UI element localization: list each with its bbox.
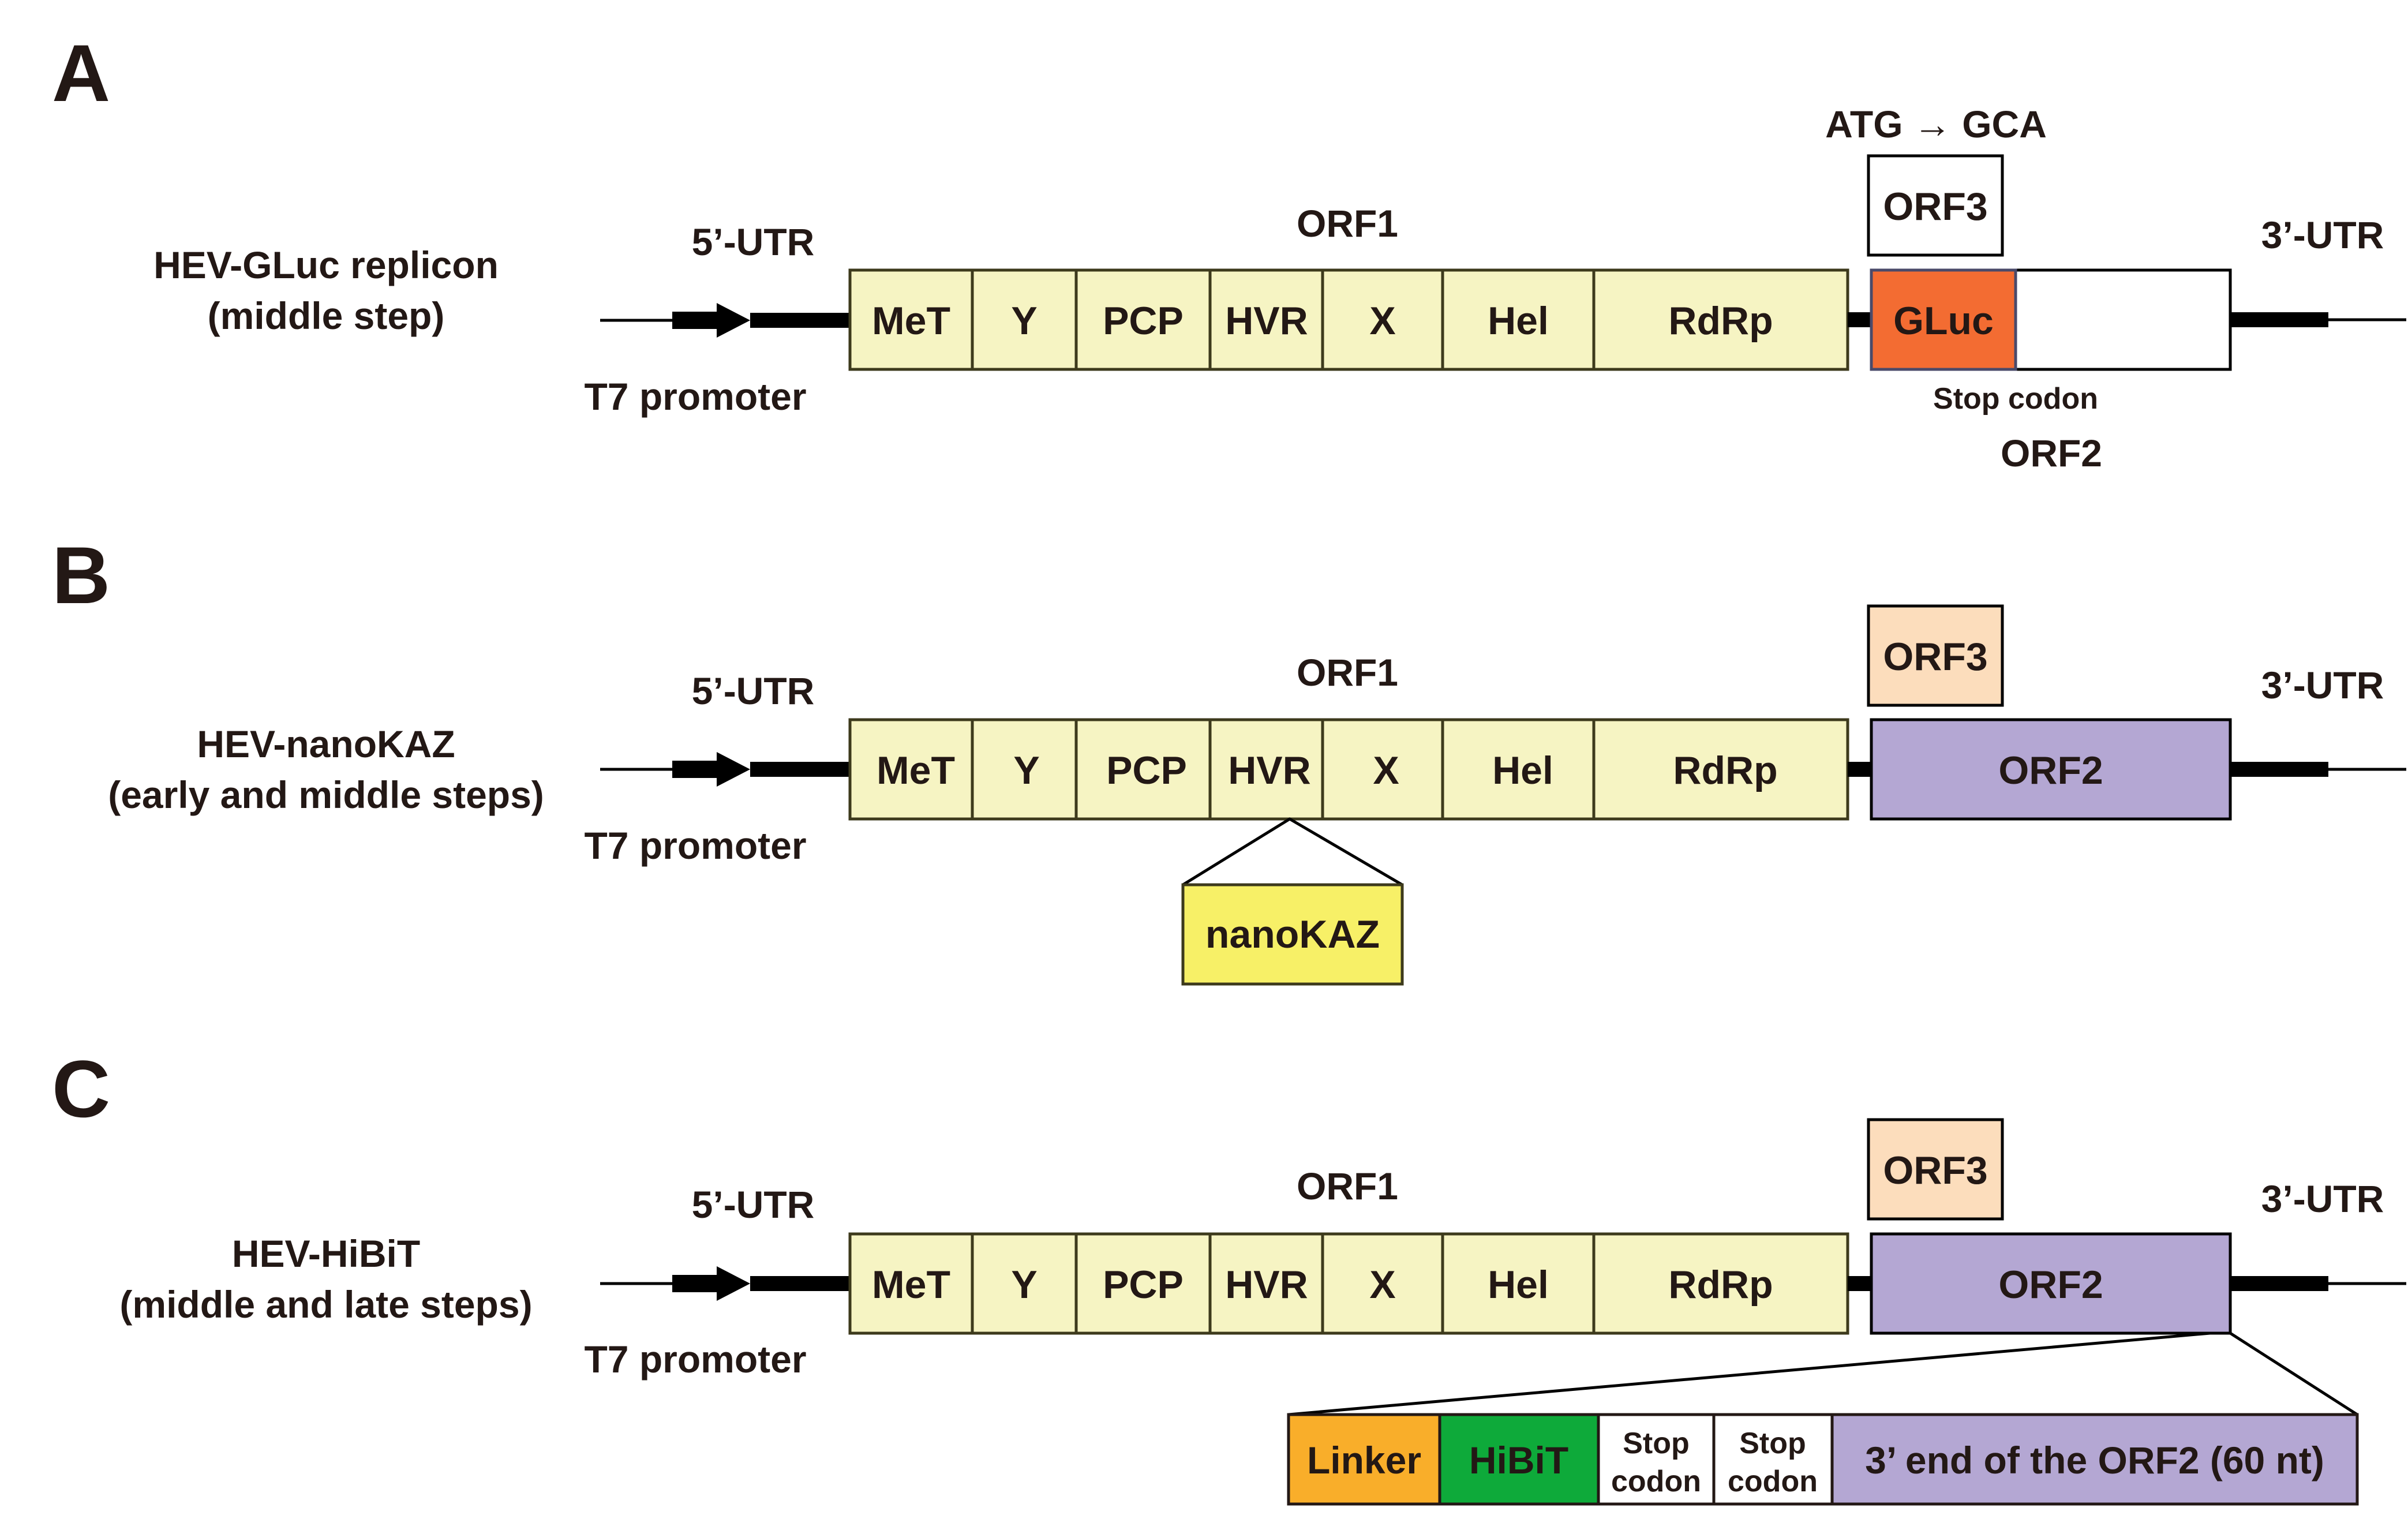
panel-c-domain-pcp-box: [1074, 1232, 1212, 1335]
panel-c-domain-rdrp-label: RdRp: [1668, 1263, 1773, 1307]
panel-b-domain-hel-label: Hel: [1492, 749, 1553, 792]
panel-c-domain-y-label: Y: [1011, 1263, 1037, 1307]
panel-a-domain-x-box: [1321, 268, 1444, 371]
panel-c-5utr-label: 5’-UTR: [692, 1183, 815, 1226]
panel-c-cassette-stop-codon-1-box: [1597, 1413, 1716, 1506]
panel-c-domain-pcp-label: PCP: [1103, 1263, 1184, 1307]
panel-c-cassette-hibit-box: [1438, 1413, 1600, 1506]
panel-b-domain-hel-box: [1441, 718, 1596, 821]
panel-a-domain-y-box: [971, 268, 1078, 371]
panel-a-domain-x-label: X: [1369, 299, 1395, 343]
panel-b-nanokaz-label: nanoKAZ: [1205, 912, 1380, 956]
panel-a-mutation-label: ATG → GCA: [1825, 103, 2047, 145]
panel-c-cassette-orf2-3end-label: 3’ end of the ORF2 (60 nt): [1865, 1439, 2324, 1482]
panel-b-domain-rdrp-label: RdRp: [1673, 749, 1777, 792]
panel-b-construct-name: HEV-nanoKAZ: [197, 723, 455, 765]
panel-b-t7-arrow-icon: [717, 752, 750, 787]
panel-a-domain-hel-box: [1441, 268, 1596, 371]
panel-c-orf1-label: ORF1: [1297, 1165, 1398, 1207]
panel-c-orf3-label: ORF3: [1883, 1149, 1987, 1192]
panel-b-domain-met-label: MeT: [877, 749, 955, 792]
panel-b-domain-rdrp-box: [1592, 718, 1849, 821]
panel-b-5utr-label: 5’-UTR: [692, 669, 815, 712]
panel-a-orf3-box: [1867, 154, 2004, 257]
panel-c-domain-hel-label: Hel: [1488, 1263, 1549, 1307]
panel-c-cassette-stop-codon-2-box: [1712, 1413, 1834, 1506]
panel-c-letter: C: [52, 1043, 110, 1134]
panel-a-t7-arrow-icon: [717, 303, 750, 338]
panel-c-construct-name: HEV-HiBiT: [232, 1232, 420, 1275]
panel-c-construct-step: (middle and late steps): [119, 1283, 532, 1326]
panel-b-domain-x-label: X: [1373, 749, 1399, 792]
panel-c-domain-rdrp-box: [1592, 1232, 1849, 1335]
panel-c-domain-x-label: X: [1369, 1263, 1395, 1307]
panel-c-cassette-linker-label: Linker: [1307, 1439, 1421, 1482]
panel-a-orf3-label: ORF3: [1883, 185, 1987, 229]
panel-a-stop-codon-label: Stop codon: [1933, 382, 2098, 416]
panel-b: B HEV-nanoKAZ (early and middle steps) 5…: [52, 530, 2406, 986]
panel-b-domain-hvr-label: HVR: [1228, 749, 1311, 792]
panel-a-domain-hvr-label: HVR: [1225, 299, 1308, 343]
panel-b-orf1-label: ORF1: [1297, 651, 1398, 694]
panel-b-t7-promoter-label: T7 promoter: [584, 824, 806, 867]
panel-b-domain-y-label: Y: [1013, 749, 1039, 792]
panel-a-orf2-label: ORF2: [2001, 432, 2102, 474]
panel-a-domain-met-box: [848, 268, 974, 371]
panel-a-3utr-label: 3’-UTR: [2261, 214, 2384, 256]
panel-b-insertion-callout-lines: [1182, 817, 1403, 886]
panel-c-cassette-stop-2-line1: Stop: [1739, 1427, 1806, 1460]
panel-a-domain-hel-label: Hel: [1488, 299, 1549, 343]
panel-b-3utr-label: 3’-UTR: [2261, 664, 2384, 706]
panel-b-domain-x-box: [1321, 718, 1444, 821]
panel-a-domain-met-label: MeT: [872, 299, 950, 343]
panel-a-domain-y-label: Y: [1011, 299, 1037, 343]
panel-c-cassette-hibit-label: HiBiT: [1469, 1439, 1568, 1482]
panel-c-callout-line-left: [1288, 1331, 2211, 1416]
panel-b-letter: B: [52, 530, 110, 620]
panel-c-orf3-box: [1867, 1118, 2004, 1221]
panel-b-construct-step: (early and middle steps): [108, 773, 544, 816]
panel-c-3utr-label: 3’-UTR: [2261, 1177, 2384, 1220]
panel-b-orf2-label: ORF2: [1998, 749, 2103, 792]
panel-a-domain-hvr-box: [1208, 268, 1324, 371]
panel-c-callout-line-right: [2229, 1331, 2358, 1416]
panel-b-orf3-box: [1867, 604, 2004, 707]
panel-a-orf1-domains: MeT Y PCP HVR X Hel RdRp: [848, 268, 1849, 371]
panel-c-orf2-label: ORF2: [1998, 1263, 2103, 1307]
panel-b-domain-pcp-label: PCP: [1106, 749, 1187, 792]
panel-a-gluc-box: [1870, 268, 2017, 371]
panel-a-domain-pcp-box: [1074, 268, 1212, 371]
panel-a-5utr-label: 5’-UTR: [692, 220, 815, 263]
panel-c: C HEV-HiBiT (middle and late steps) 5’-U…: [52, 1043, 2406, 1506]
panel-b-domain-met-box: [848, 718, 974, 821]
panel-b-orf2-box: [1870, 718, 2232, 821]
panel-a-construct-name: HEV-GLuc replicon: [153, 244, 499, 286]
panel-c-domain-hvr-label: HVR: [1225, 1263, 1308, 1307]
panel-c-cassette-orf2-3end-box: [1830, 1413, 2359, 1506]
panel-a-gluc-label: GLuc: [1893, 299, 1994, 343]
panel-c-orf1-domains: MeT Y PCP HVR X Hel RdRp: [848, 1232, 1849, 1335]
panel-b-nanokaz-box: [1181, 883, 1404, 986]
panel-b-orf1-domains: MeT Y PCP HVR X Hel RdRp: [848, 718, 1849, 821]
panel-c-cassette-stop-2-line2: codon: [1728, 1465, 1818, 1498]
panel-c-cassette-stop-1-line2: codon: [1611, 1465, 1701, 1498]
panel-a-letter: A: [52, 28, 110, 118]
panel-a-domain-rdrp-label: RdRp: [1668, 299, 1773, 343]
panel-c-domain-hvr-box: [1208, 1232, 1324, 1335]
panel-c-hibit-cassette: Linker HiBiT Stop codon Stop codon 3’ en…: [1287, 1413, 2359, 1506]
panel-c-t7-promoter-label: T7 promoter: [584, 1338, 806, 1381]
panel-b-domain-pcp-box: [1074, 718, 1212, 821]
panel-a: A HEV-GLuc replicon (middle step) 5’-UTR…: [52, 28, 2406, 474]
panel-c-domain-met-label: MeT: [872, 1263, 950, 1307]
panel-c-t7-arrow-icon: [717, 1266, 750, 1301]
panel-b-orf3-label: ORF3: [1883, 635, 1987, 679]
panel-a-orf1-label: ORF1: [1297, 202, 1398, 245]
panel-a-construct-step: (middle step): [208, 294, 445, 337]
panel-a-domain-pcp-label: PCP: [1103, 299, 1184, 343]
panel-c-cassette-stop-1-line1: Stop: [1623, 1427, 1690, 1460]
panel-c-domain-met-box: [848, 1232, 974, 1335]
panel-a-t7-promoter-label: T7 promoter: [584, 375, 806, 418]
